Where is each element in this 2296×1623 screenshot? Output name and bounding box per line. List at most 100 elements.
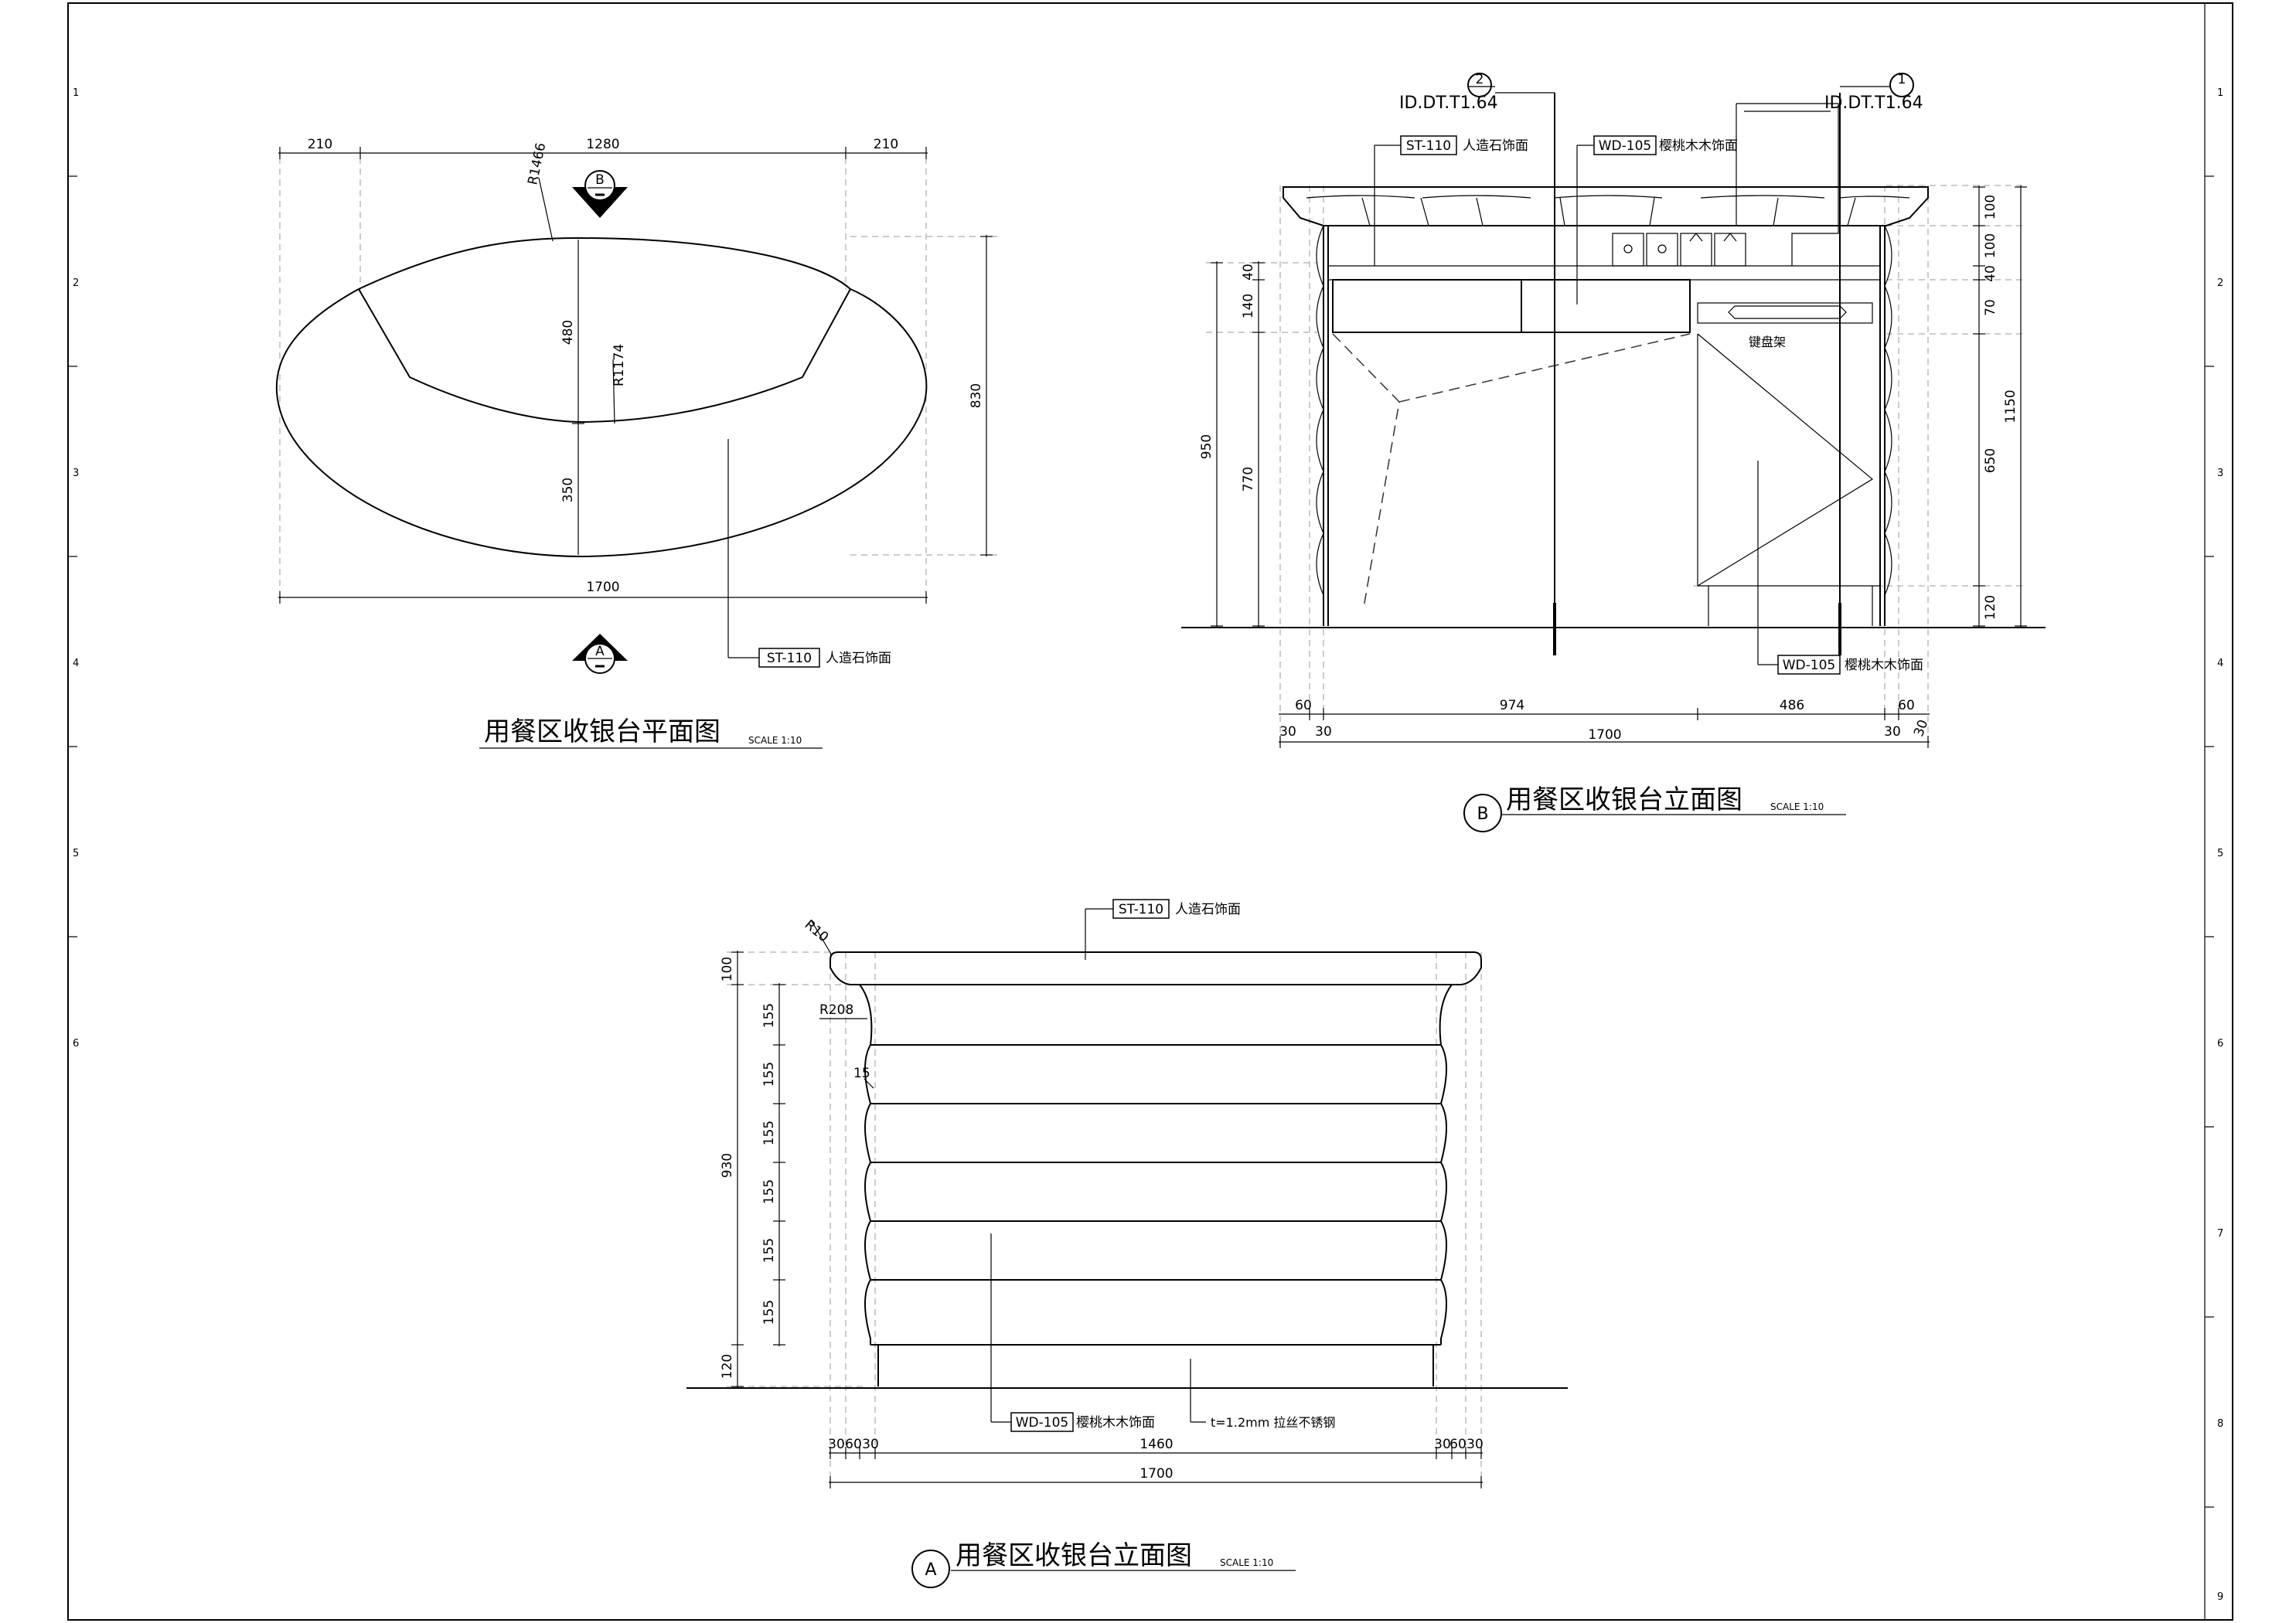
elevation-a: R10 R208 15 ST-110 人造石饰面 WD-105 樱桃木木饰面 t…	[686, 899, 1568, 1588]
ea-st-tag	[1112, 899, 1170, 919]
eb-dim-bottom-2: 30	[1884, 724, 1901, 740]
ea-dim-155: 155	[761, 1238, 777, 1263]
eb-wd-tag-2	[1777, 655, 1841, 675]
ea-wd-tag-code: WD-105	[1016, 1415, 1068, 1431]
ea-dim-left: 930	[720, 1153, 735, 1178]
eb-dim-right: 100	[1983, 195, 1998, 219]
plan-scale: SCALE 1:10	[748, 735, 802, 746]
plan-dim-top: 1280	[586, 137, 619, 152]
right-ruler-label: 3	[2217, 468, 2223, 479]
eb-detail-ref-1: 1 ID.DT.T1.64	[1824, 72, 1923, 113]
svg-text:ID.DT.T1.64: ID.DT.T1.64	[1399, 94, 1498, 113]
eb-dim-140: 140	[1241, 294, 1256, 318]
left-ruler: 1 2 3 4 5 6	[68, 87, 79, 1050]
eb-wd-tag	[1593, 135, 1657, 155]
plan-material-tag-desc: 人造石饰面	[826, 651, 891, 666]
svg-text:B: B	[595, 172, 605, 188]
ea-r10: R10	[802, 917, 831, 946]
svg-text:ID.DT.T1.64: ID.DT.T1.64	[1824, 94, 1923, 113]
left-ruler-label: 2	[73, 277, 79, 289]
eb-wd-tag-2-code: WD-105	[1783, 658, 1835, 673]
elevation-b: 键盘架 2	[1181, 72, 2046, 832]
right-ruler: 1 2 3 4 5 6 7 8 9	[2205, 87, 2223, 1603]
eb-dim-1150: 1150	[2003, 390, 2018, 423]
sheet-border	[67, 2, 2233, 1621]
eb-detail-ref-2: 2 ID.DT.T1.64	[1399, 72, 1498, 113]
plan-view: 210 1280 210 1700 830 480 350 R1466 R117…	[275, 137, 997, 749]
ea-dim-155: 155	[761, 1179, 777, 1204]
right-ruler-label: 1	[2217, 87, 2223, 99]
svg-text:A: A	[595, 644, 605, 659]
eb-dim-bottom: 60	[1898, 698, 1915, 713]
eb-dim-770: 770	[1241, 467, 1256, 492]
ea-dim-bottom: 60	[1449, 1437, 1467, 1452]
eb-st-tag	[1400, 135, 1457, 155]
eb-drawer	[1332, 279, 1522, 333]
ea-title: 用餐区收银台立面图	[956, 1540, 1192, 1571]
eb-monitor	[1736, 103, 1839, 266]
plan-dim-top: 210	[308, 137, 332, 152]
ea-dim-155: 155	[761, 1300, 777, 1325]
ea-dim-155: 155	[761, 1003, 777, 1028]
eb-dim-right: 120	[1983, 595, 1998, 620]
eb-dim-right: 40	[1983, 265, 1998, 282]
svg-text:2: 2	[1476, 72, 1484, 87]
svg-text:1: 1	[1898, 72, 1906, 87]
eb-st-tag-code: ST-110	[1406, 138, 1451, 154]
eb-dim-bottom: 974	[1500, 698, 1524, 713]
eb-wd-tag-desc: 樱桃木木饰面	[1659, 138, 1738, 154]
ea-dim-155: 155	[761, 1062, 777, 1087]
right-ruler-label: 7	[2217, 1228, 2223, 1240]
ea-scale: SCALE 1:10	[1220, 1557, 1273, 1568]
eb-title-marker-letter: B	[1477, 805, 1488, 824]
right-ruler-label: 9	[2217, 1591, 2223, 1603]
eb-dim-bottom-2: 1700	[1588, 727, 1621, 743]
eb-countertop	[1283, 186, 1929, 226]
section-b-marker: B	[572, 170, 628, 218]
plan-dim-top: 210	[874, 137, 898, 152]
ea-dim-bottom: 1460	[1139, 1437, 1173, 1452]
eb-keyboard-label: 键盘架	[1749, 335, 1786, 349]
eb-keyboard-tray	[1697, 302, 1873, 324]
ea-st-tag-code: ST-110	[1119, 902, 1163, 917]
eb-scale: SCALE 1:10	[1770, 801, 1824, 812]
eb-dim-40: 40	[1241, 264, 1256, 281]
plan-title: 用餐区收银台平面图	[484, 716, 720, 747]
eb-wd-tag-code: WD-105	[1599, 138, 1651, 154]
section-a-marker: A	[572, 634, 628, 674]
plan-radius-outer: R1466	[525, 141, 549, 186]
left-ruler-label: 5	[73, 848, 79, 859]
eb-dim-bottom: 486	[1780, 698, 1804, 713]
ea-r208: R208	[819, 1002, 853, 1018]
left-ruler-label: 3	[73, 468, 79, 479]
eb-wavy-right	[1884, 225, 1892, 626]
eb-dim-bottom-2: 30	[1315, 724, 1332, 740]
plan-radius-inner: R1174	[611, 344, 627, 386]
right-ruler-label: 5	[2217, 848, 2223, 859]
eb-cabinet-door	[1697, 333, 1874, 587]
left-ruler-label: 6	[73, 1038, 79, 1050]
right-ruler-label: 4	[2217, 658, 2223, 669]
plan-dim-right: 830	[969, 383, 984, 408]
ea-title-marker	[911, 1550, 950, 1588]
eb-dim-right: 100	[1983, 233, 1998, 258]
ea-wd-tag	[1010, 1412, 1074, 1432]
eb-dim-950: 950	[1199, 434, 1214, 459]
right-ruler-label: 8	[2217, 1418, 2223, 1430]
plan-material-tag	[758, 648, 820, 668]
ea-wd-tag-desc: 樱桃木木饰面	[1076, 1415, 1155, 1431]
desk-inner-arc	[358, 288, 851, 424]
eb-title: 用餐区收银台立面图	[1506, 784, 1742, 815]
plan-dim-bottom: 1700	[586, 580, 619, 595]
left-ruler-label: 4	[73, 658, 79, 669]
ea-dim-bottom: 30	[1467, 1437, 1484, 1452]
ea-dim-left: 120	[720, 1354, 735, 1379]
ea-dim-left: 100	[720, 957, 735, 982]
right-ruler-label: 6	[2217, 1038, 2223, 1050]
ea-title-marker-letter: A	[925, 1560, 936, 1580]
eb-drawer	[1521, 279, 1691, 333]
ea-dim-bottom: 30	[828, 1437, 845, 1452]
ea-dim-155: 155	[761, 1121, 777, 1145]
ea-st-tag-desc: 人造石饰面	[1175, 902, 1241, 917]
